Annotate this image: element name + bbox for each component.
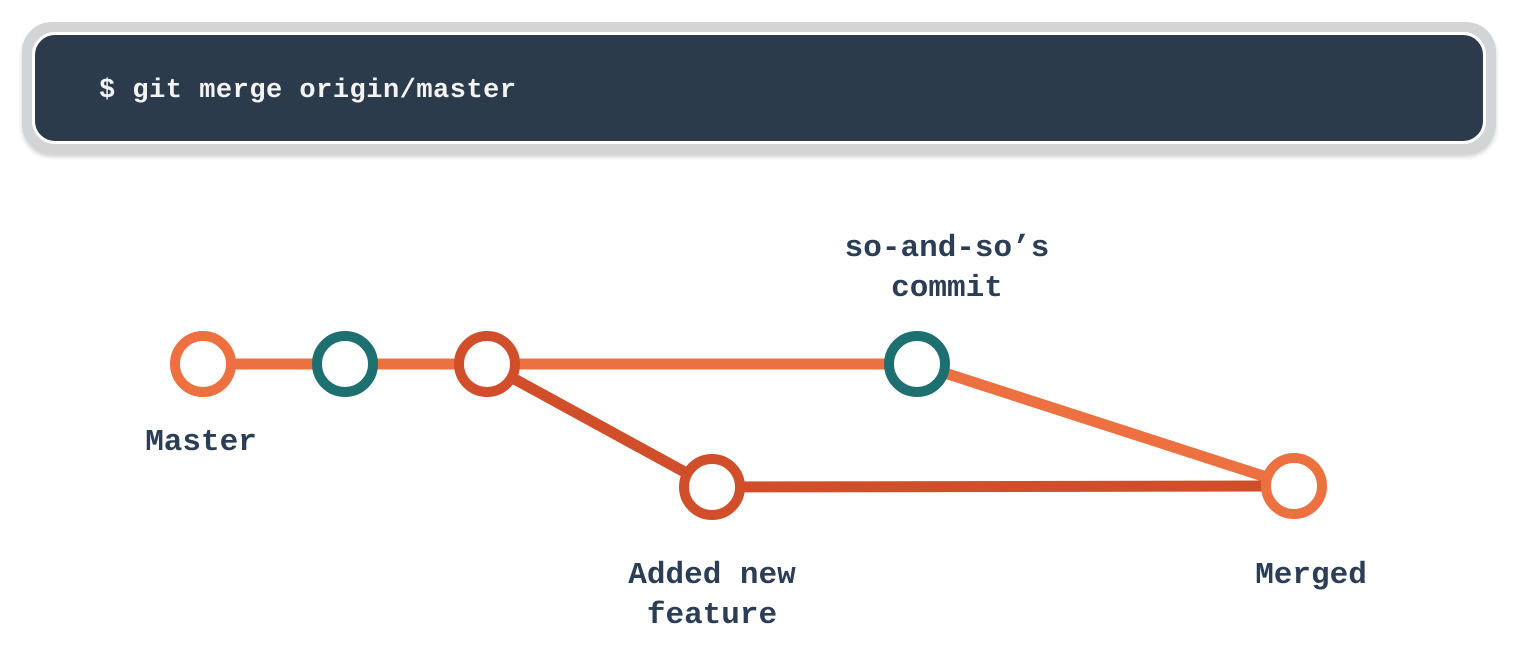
terminal-screen: $ git merge origin/master	[32, 32, 1486, 144]
branch-edge-feature-commit-to-merge-commit	[711, 480, 1295, 493]
commit-node-feature-commit	[679, 454, 745, 520]
commit-node-so-and-so-commit	[884, 331, 950, 397]
branch-edge-branch-point-to-feature-commit	[484, 359, 715, 492]
commit-node-branch-point	[454, 331, 520, 397]
terminal-window: $ git merge origin/master	[22, 22, 1496, 154]
commit-node-merge-commit	[1261, 453, 1327, 519]
commit-node-master-commit-2	[312, 331, 378, 397]
commit-nodes	[170, 331, 1327, 520]
branch-edge-so-and-so-commit-to-merge-commit	[915, 358, 1296, 492]
commit-node-master-commit-1	[170, 331, 236, 397]
terminal-command: $ git merge origin/master	[99, 76, 517, 106]
